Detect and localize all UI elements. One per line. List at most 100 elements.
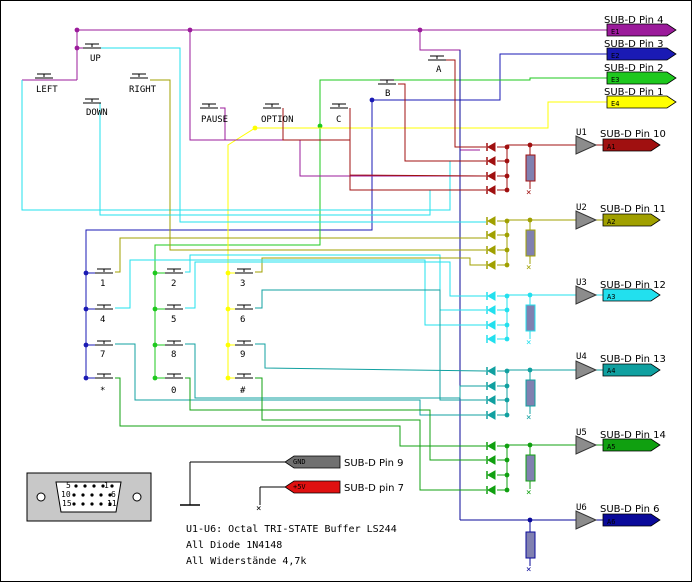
button-label-option: OPTION (261, 115, 294, 125)
db15-pin (99, 502, 103, 506)
key-label-9: 9 (240, 350, 245, 360)
buffer-u4 (575, 360, 598, 380)
junction-dot (504, 368, 510, 374)
pin-label-e2: SUB-D Pin 3 (604, 39, 663, 50)
junction-dot (504, 293, 510, 299)
resistor-a5 (525, 454, 536, 482)
key-label-1: 1 (100, 279, 105, 289)
junction-dot (504, 158, 510, 164)
labels: UP LEFT RIGHT DOWN PAUSE OPTION C A B 1 … (36, 15, 666, 567)
resistor-a3 (525, 304, 536, 332)
wire (115, 377, 486, 447)
pin-label-e4: SUB-D Pin 1 (604, 87, 663, 98)
tag-arrow-gnd (284, 455, 341, 469)
wire (185, 377, 486, 461)
pin-label-a1: SUB-D Pin 10 (600, 129, 666, 140)
components: ××××××× (26, 23, 677, 575)
tag-a3: A3 (607, 293, 615, 301)
buffer-u3 (575, 285, 598, 305)
note-diode: All Diode 1N4148 (186, 540, 282, 551)
key-label-0: 0 (171, 386, 176, 396)
key-label-7: 7 (100, 350, 105, 360)
key-label-4: 4 (100, 315, 105, 325)
junction-dot (504, 412, 510, 418)
wire (100, 47, 486, 223)
diode-a5 (486, 470, 496, 480)
pin-label-5v: SUB-D pin 7 (344, 483, 404, 494)
junction-dot (504, 457, 510, 463)
buffer-label-u2: U2 (576, 203, 587, 213)
db-pin-number-11: 11 (107, 499, 117, 508)
wire (115, 343, 486, 416)
junction-dot (504, 144, 510, 150)
button-label-b: B (385, 89, 390, 99)
tag-arrow-5v (284, 480, 341, 494)
buffer-u5 (575, 435, 598, 455)
ground-mark-a3: × (526, 338, 531, 348)
wire (255, 289, 486, 401)
wire (115, 237, 486, 273)
wire (255, 377, 486, 491)
junction-dot (504, 383, 510, 389)
db15-connector-icon (26, 472, 152, 522)
junction-dot (317, 123, 323, 129)
pin-label-a4: SUB-D Pin 13 (600, 354, 666, 365)
tag-arrow-e4 (606, 95, 677, 109)
db15-pin (90, 502, 94, 506)
ground-mark-a2: × (526, 263, 531, 273)
button-label-up: UP (90, 54, 101, 64)
button-label-c: C (336, 115, 341, 125)
resistor-a6 (525, 531, 536, 559)
pin-label-a2: SUB-D Pin 11 (600, 204, 666, 215)
tag-arrow-a5 (602, 438, 661, 452)
pin-label-a5: SUB-D Pin 14 (600, 430, 666, 441)
buffer-u6 (575, 510, 598, 530)
tag-e2: E2 (611, 52, 619, 60)
diode-a4 (486, 410, 496, 420)
tag-a4: A4 (607, 367, 615, 375)
tag-a2: A2 (607, 218, 615, 226)
diode-a4 (486, 395, 496, 405)
wire (227, 127, 256, 378)
buffer-label-u6: U6 (576, 503, 587, 513)
buffer-label-u4: U4 (576, 352, 587, 362)
tag-a5: A5 (607, 443, 615, 451)
ground-mark-a5: × (526, 488, 531, 498)
wire (85, 100, 373, 378)
wire (398, 83, 486, 162)
diode-a3 (486, 334, 496, 344)
wire (189, 30, 230, 141)
buffer-label-u1: U1 (576, 128, 587, 138)
junction-dot (504, 307, 510, 313)
wire-e3 (319, 77, 607, 126)
buffer-u1 (575, 135, 598, 155)
wire (349, 108, 487, 177)
junction-dot (504, 322, 510, 328)
diode-a5 (486, 455, 496, 465)
tag-arrow-e3 (606, 71, 677, 85)
tag-a1: A1 (607, 143, 615, 151)
button-label-right: RIGHT (129, 85, 157, 95)
wire-e4 (255, 101, 607, 129)
note-resistor: All Widerstände 4,7k (186, 556, 306, 567)
junction-dot (504, 187, 510, 193)
ground-mark-a6: × (526, 565, 531, 575)
db15-pin (101, 484, 105, 488)
junction-dot (504, 336, 510, 342)
tag-arrow-e1 (606, 23, 677, 37)
key-label-star: * (100, 386, 105, 396)
ground-mark-a4: × (526, 413, 531, 423)
junction-dot (74, 27, 80, 33)
diode-a2 (486, 216, 496, 226)
db-pin-number-10: 10 (61, 490, 71, 499)
wire (115, 259, 486, 326)
tag-arrow-e2 (606, 47, 677, 61)
wire-e2 (372, 53, 607, 101)
diode-a4 (486, 366, 496, 376)
diode-a2 (486, 245, 496, 255)
wire (185, 261, 486, 309)
buffer-u2 (575, 210, 598, 230)
db15-pin (72, 502, 76, 506)
db15-pin (74, 484, 78, 488)
